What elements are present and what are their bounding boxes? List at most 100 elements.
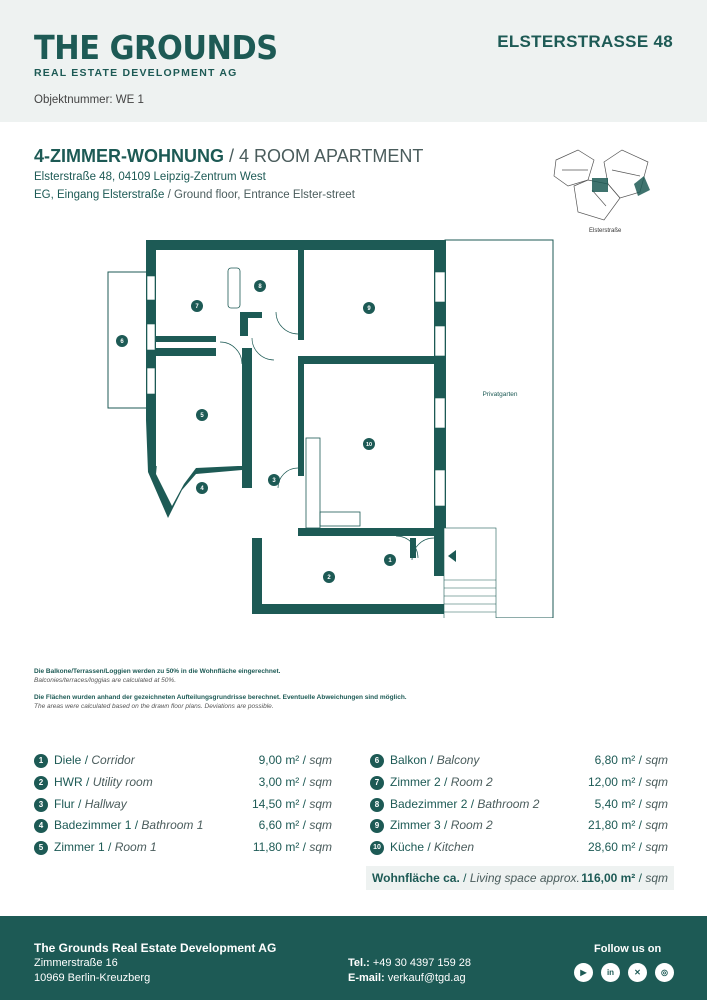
room-number: 1	[34, 754, 48, 768]
room-unit: sqm	[645, 818, 668, 833]
marker-8	[254, 280, 266, 292]
room-number: 3	[34, 797, 48, 812]
room-area: 21,80 m²	[587, 818, 636, 833]
xing-icon[interactable]: ✕	[628, 963, 647, 982]
room-name-de: Küche	[390, 840, 425, 855]
logo-main-text: THE GROUNDS	[34, 28, 278, 67]
room-name-en: Hallway	[84, 796, 127, 811]
total-label-de: Wohnfläche ca.	[372, 871, 460, 885]
marker-2	[323, 571, 335, 583]
total-label-en: Living space approx.	[469, 871, 580, 885]
room-name-en: Room 2	[450, 774, 493, 789]
room-name-en: Corridor	[91, 753, 135, 767]
svg-text:5: 5	[200, 413, 204, 419]
tel-number: +49 30 4397 159 28	[372, 957, 472, 969]
room-unit: sqm	[645, 774, 668, 789]
room-name-de: Badezimmer 2	[390, 796, 468, 811]
marker-6	[116, 335, 128, 347]
room-unit: sqm	[309, 818, 332, 833]
social-links: ▶ in ✕ ◎	[574, 963, 674, 982]
keyplan-highlight	[592, 178, 608, 192]
svg-text:4: 4	[200, 486, 204, 492]
svg-text:9: 9	[367, 306, 371, 312]
living-space-total: Wohnfläche ca. / Living space approx. 11…	[366, 866, 674, 890]
apartment-title: 4-ZIMMER-WOHNUNG / 4 ROOM APARTMENT	[34, 146, 423, 167]
instagram-icon[interactable]: ◎	[655, 963, 674, 982]
room-unit: sqm	[309, 774, 332, 789]
room-name-en: Utility room	[92, 774, 153, 789]
total-unit: sqm	[645, 871, 668, 885]
room-number: 9	[370, 819, 384, 834]
room-number: 2	[34, 775, 48, 790]
svg-text:8: 8	[258, 284, 262, 290]
room-name-en: Bathroom 2	[477, 796, 540, 811]
footer-email[interactable]: E-mail: verkauf@tgd.ag	[348, 972, 466, 984]
page-header: THE GROUNDS REAL ESTATE DEVELOPMENT AG E…	[0, 0, 707, 122]
footer-company: The Grounds Real Estate Development AG	[34, 941, 277, 955]
linkedin-icon[interactable]: in	[601, 963, 620, 982]
marker-5	[196, 409, 208, 421]
room-unit: sqm	[309, 796, 332, 811]
room-name-en: Room 2	[450, 818, 493, 833]
room-name-de: Flur	[54, 796, 75, 811]
svg-text:10: 10	[366, 442, 372, 448]
title-en: 4 ROOM APARTMENT	[239, 146, 424, 166]
footer-phone[interactable]: Tel.: +49 30 4397 159 28	[348, 957, 471, 969]
room-area: 5,40 m²	[594, 796, 636, 811]
room-unit: sqm	[645, 796, 668, 811]
room-number: 10	[370, 841, 384, 856]
room-name-de: HWR	[54, 774, 83, 789]
entrance-arrow	[448, 550, 456, 562]
room-unit: sqm	[309, 753, 332, 767]
room-name-de: Diele	[54, 753, 82, 767]
floor-separator: /	[164, 189, 174, 201]
footer-street: Zimmerstraße 16	[34, 957, 118, 969]
room-number: 4	[34, 819, 48, 834]
logo-sub-text: REAL ESTATE DEVELOPMENT AG	[34, 67, 238, 79]
room-name-de: Badezimmer 1	[54, 818, 132, 833]
svg-text:1: 1	[388, 558, 392, 564]
key-plan	[553, 149, 650, 221]
room-area: 28,60 m²	[587, 840, 636, 855]
follow-us-label: Follow us on	[594, 943, 662, 955]
company-logo[interactable]: THE GROUNDS REAL ESTATE DEVELOPMENT AG	[34, 28, 299, 80]
garden-label: Privatgarten	[482, 391, 517, 398]
floor-de: EG, Eingang Elsterstraße	[34, 189, 165, 201]
property-address: ELSTERSTRASSE 48	[497, 32, 673, 51]
room-unit: sqm	[645, 753, 668, 767]
note-balcony-de: Die Balkone/Terrassen/Loggien werden zu …	[34, 668, 281, 675]
room-number: 6	[370, 754, 384, 768]
room-name-de: Zimmer 1	[54, 840, 105, 855]
room-area: 11,80 m²	[252, 840, 300, 855]
marker-3	[268, 474, 280, 486]
room-area: 3,00 m²	[258, 774, 300, 789]
title-de: 4-ZIMMER-WOHNUNG	[34, 146, 224, 166]
note-areas-de: Die Flächen wurden anhand der gezeichnet…	[34, 694, 407, 701]
balcony	[107, 271, 149, 409]
room-name-de: Zimmer 2	[390, 774, 441, 789]
floor-plan: Privatgarten	[107, 239, 554, 618]
room-area: 6,60 m²	[258, 818, 300, 833]
title-separator: /	[223, 146, 239, 166]
total-area: 116,00 m²	[581, 871, 636, 885]
total-separator: /	[459, 871, 470, 885]
marker-1	[384, 554, 396, 566]
room-name-en: Kitchen	[434, 840, 475, 855]
tel-label: Tel.:	[348, 957, 370, 969]
room-name-de: Zimmer 3	[390, 818, 441, 833]
marker-9	[363, 302, 375, 314]
note-balcony-en: Balconies/terraces/loggias are calculate…	[34, 677, 176, 684]
room-area: 6,80 m²	[594, 753, 636, 767]
svg-text:2: 2	[327, 575, 331, 581]
youtube-icon[interactable]: ▶	[574, 963, 593, 982]
footer-city: 10969 Berlin-Kreuzberg	[34, 972, 151, 984]
room-unit: sqm	[645, 840, 668, 855]
note-areas-en: The areas were calculated based on the d…	[34, 703, 274, 710]
mail-label: E-mail:	[348, 972, 385, 984]
svg-text:6: 6	[120, 339, 124, 345]
